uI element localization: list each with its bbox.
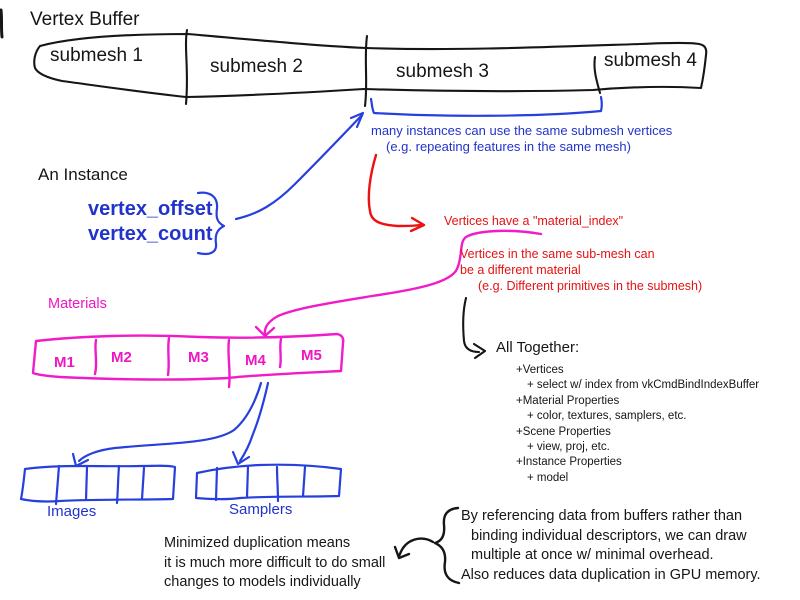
submesh3-underline-bracket [369,95,603,117]
material-cell-m3: M3 [188,349,209,366]
samplers-array-box [194,463,343,503]
arrow-instance-to-submesh3 [234,111,365,221]
submesh-4-label: submesh 4 [604,50,697,71]
material-note-line3: be a different material [460,263,581,277]
benefits-note-line1: By referencing data from buffers rather … [461,508,743,524]
material-note-line4: (e.g. Different primitives in the submes… [478,279,703,293]
benefits-note-line2: binding individual descriptors, we can d… [471,527,747,544]
submesh-1-label: submesh 1 [50,45,143,66]
arrow-material-index [367,153,426,233]
materials-divider-3 [227,338,231,389]
minimized-note: Minimized duplication means it is much m… [164,534,385,593]
submesh-3-label: submesh 3 [396,61,489,82]
minimized-note-line1: Minimized duplication means [164,535,351,551]
all-together-title: All Together: [496,339,580,356]
vertex-buffer-title: Vertex Buffer [30,9,140,30]
material-note-line2: Vertices in the same sub-mesh can [460,247,655,261]
list-item: + model [527,471,569,484]
benefits-note-line3: multiple at once w/ minimal overhead. [471,547,714,564]
submesh-divider-1 [184,28,189,106]
vertex-count-field: vertex_count [88,223,213,245]
submesh-divider-2 [363,34,369,108]
images-label: Images [47,503,97,520]
materials-divider-2 [166,336,171,377]
material-note-line1: Vertices have a "material_index" [444,214,624,228]
vertex-buffer-box [33,28,708,108]
list-item: +Material Properties [516,394,620,407]
arrow-m4-to-images [71,381,263,468]
list-item: + view, proj, etc. [527,441,610,454]
materials-box [31,332,345,389]
all-together-arrow [462,296,487,360]
vertex-offset-field: vertex_offset [88,198,213,220]
instance-note-line1: many instances can use the same submesh … [371,123,673,138]
samplers-label: Samplers [229,501,293,518]
material-cell-m5: M5 [301,347,322,364]
instance-note-line2: (e.g. repeating features in the same mes… [386,139,631,154]
list-item: + color, textures, samplers, etc. [527,410,687,423]
images-array-box [19,464,177,506]
minimized-note-line2: it is much more difficult to do small [164,554,386,571]
materials-divider-1 [93,338,98,376]
arrow-note-to-materials [254,229,543,338]
benefits-note: By referencing data from buffers rather … [461,507,761,585]
all-together-list: +Vertices + select w/ index from vkCmdBi… [516,363,759,486]
instance-brace [196,191,226,256]
list-item: + select w/ index from vkCmdBindIndexBuf… [527,379,760,392]
list-item: +Vertices [516,364,564,376]
benefits-note-line4: Also reduces data duplication in GPU mem… [461,566,761,583]
list-item: +Scene Properties [516,425,611,438]
material-cell-m1: M1 [54,354,75,371]
minimized-note-line3: changes to models individually [164,574,361,591]
arrow-to-minimized-note [393,537,435,560]
list-item: +Instance Properties [516,456,622,469]
instance-title: An Instance [38,165,128,184]
material-cell-m4: M4 [245,352,266,369]
edge-mark [0,8,4,39]
submesh-2-label: submesh 2 [210,56,303,77]
benefits-brace [433,506,461,585]
materials-title: Materials [48,296,107,312]
material-cell-m2: M2 [111,349,132,366]
materials-divider-4 [278,337,283,369]
arrow-m4-to-samplers [231,381,270,466]
submesh-divider-3 [593,55,602,95]
